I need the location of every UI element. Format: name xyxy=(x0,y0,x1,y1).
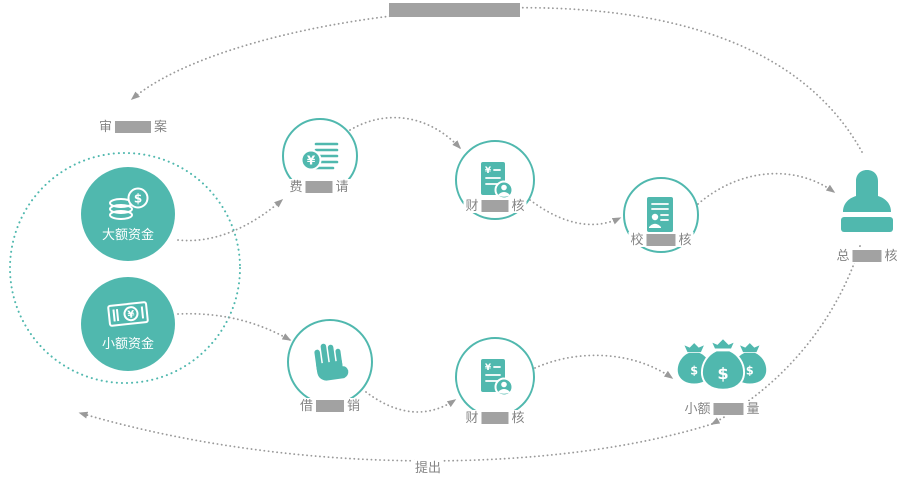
edge-loan-reimburse-to-finance-audit xyxy=(365,391,457,413)
stamp-icon xyxy=(841,170,893,232)
label-suffix: 量 xyxy=(746,401,760,416)
currency-glyph: $ xyxy=(717,364,728,383)
currency-glyph: $ xyxy=(690,365,698,378)
label-suffix: 销 xyxy=(347,398,361,413)
label-prefix: 费 xyxy=(289,179,303,194)
label-bottom-curve: 提出 xyxy=(412,460,444,475)
label-review-audit: 校 核 xyxy=(628,232,694,247)
redacted-text xyxy=(852,249,882,262)
node-small-funds-label: 小额资金 xyxy=(101,335,154,351)
edge-expense-apply-to-finance-audit xyxy=(349,116,462,150)
label-suffix: 核 xyxy=(678,232,692,247)
currency-glyph: $ xyxy=(134,191,142,205)
edge-finance-audit-to-review-audit xyxy=(529,199,622,226)
label-prefix: 财 xyxy=(465,410,479,425)
funds-group-title: 审 案 xyxy=(96,119,170,134)
redacted-text xyxy=(646,233,676,246)
money-bag-center: $ xyxy=(700,336,746,391)
label-prefix: 总 xyxy=(836,248,850,263)
redacted-text xyxy=(316,399,344,412)
node-small-funds: ¥ 小额资金 xyxy=(81,277,175,371)
label-prefix: 借 xyxy=(299,398,313,413)
edge-finance-audit-to-petty-cash xyxy=(534,354,674,379)
hand-shape xyxy=(314,343,349,381)
redacted-text xyxy=(481,411,509,424)
currency-glyph: $ xyxy=(746,365,754,378)
node-large-funds-label: 大额资金 xyxy=(101,226,154,242)
node-large-funds: $ 大额资金 xyxy=(81,167,175,261)
label-loan-reimburse: 借 销 xyxy=(297,398,363,413)
label-prefix: 小额 xyxy=(684,401,711,416)
label-suffix: 核 xyxy=(511,410,525,425)
redacted-text xyxy=(713,402,744,415)
edge-large-funds-to-expense-apply xyxy=(177,199,284,242)
bottom-curve-text: 提出 xyxy=(414,460,442,475)
currency-glyph: ¥ xyxy=(485,363,492,373)
edge-small-funds-to-loan-reimburse xyxy=(177,312,292,341)
expense-list-icon: ¥ xyxy=(300,142,339,171)
finance-doc-person-icon: ¥ xyxy=(481,359,514,397)
label-petty-cash: 小额 量 xyxy=(682,401,762,416)
edge-final-audit-down-curve xyxy=(710,245,861,425)
label-suffix: 核 xyxy=(884,248,898,263)
funds-group-title-suffix: 案 xyxy=(154,119,168,134)
redacted-text xyxy=(481,199,509,212)
label-prefix: 财 xyxy=(465,198,479,213)
currency-glyph: ¥ xyxy=(127,309,135,321)
label-prefix: 校 xyxy=(630,232,644,247)
banknote-shape: ¥ xyxy=(107,300,149,327)
label-finance-audit-top: 财 核 xyxy=(463,198,527,213)
node-loan-reimburse xyxy=(287,319,373,405)
funds-group-boundary-circle xyxy=(9,152,241,384)
finance-doc-person-icon: ¥ xyxy=(481,162,514,200)
label-suffix: 请 xyxy=(335,179,349,194)
node-finance-audit-bottom: ¥ xyxy=(455,337,535,417)
coins-icon: $ xyxy=(109,187,149,220)
funds-group-title-prefix: 审 xyxy=(98,119,112,134)
redacted-banner xyxy=(389,3,520,17)
currency-glyph: ¥ xyxy=(485,166,492,176)
currency-glyph: ¥ xyxy=(307,154,316,168)
label-suffix: 核 xyxy=(511,198,525,213)
redacted-text xyxy=(305,180,333,193)
hand-icon xyxy=(314,343,349,381)
redacted-text xyxy=(115,120,151,133)
edge-bottom-return-curve xyxy=(78,411,713,462)
label-expense-apply: 费 请 xyxy=(287,179,351,194)
edge-final-audit-to-funds-group xyxy=(130,6,863,153)
label-finance-audit-bottom: 财 核 xyxy=(463,410,527,425)
money-bags-icon: $ $ $ xyxy=(677,336,767,391)
doc-person-icon xyxy=(647,197,673,232)
edge-review-audit-to-final-audit xyxy=(697,172,836,205)
banknote-icon: ¥ xyxy=(107,300,149,327)
label-final-audit: 总 核 xyxy=(834,248,900,263)
